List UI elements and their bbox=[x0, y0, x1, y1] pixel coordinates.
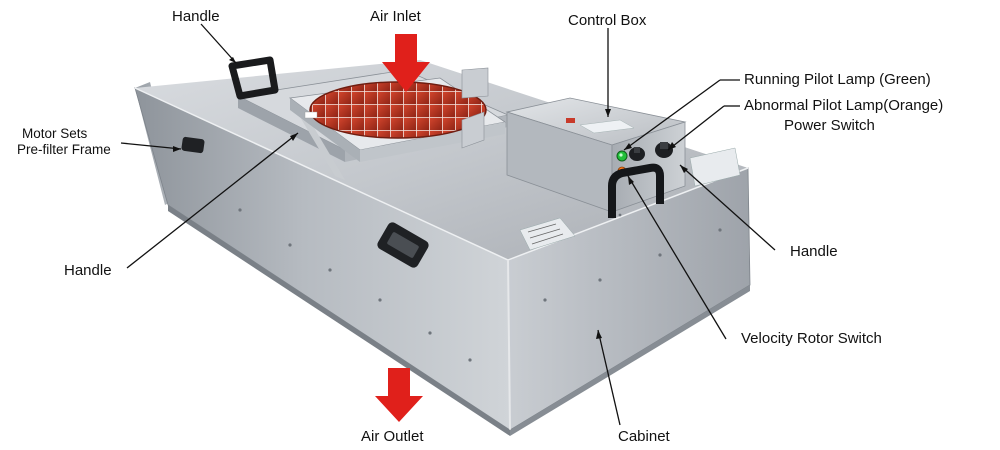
fan-grille-icon bbox=[288, 67, 507, 162]
handle-icon bbox=[181, 56, 664, 268]
leader-lines bbox=[120, 23, 776, 426]
cabinet-body bbox=[134, 60, 751, 436]
spec-plate bbox=[519, 217, 576, 251]
power-switch-label: Power Switch bbox=[784, 117, 875, 134]
cabinet-label: Cabinet bbox=[618, 428, 670, 445]
prefilter-frame-label: Pre-filter Frame bbox=[17, 142, 111, 157]
handle-top-label: Handle bbox=[172, 8, 220, 25]
spec-plate-lines bbox=[527, 223, 564, 245]
leader-arrowheads bbox=[173, 57, 688, 339]
air-outlet-label: Air Outlet bbox=[361, 428, 424, 445]
handle-left-label: Handle bbox=[64, 262, 112, 279]
velocity-switch-label: Velocity Rotor Switch bbox=[741, 330, 882, 347]
running-lamp-label: Running Pilot Lamp (Green) bbox=[744, 71, 931, 88]
motor-sets-label: Motor Sets bbox=[22, 126, 88, 141]
air-inlet-arrow bbox=[382, 34, 430, 92]
handle-right-label: Handle bbox=[790, 243, 838, 260]
abnormal-lamp-label: Abnormal Pilot Lamp(Orange) bbox=[744, 97, 944, 114]
switch-knob-icon bbox=[629, 142, 673, 161]
control-box-label: Control Box bbox=[568, 12, 647, 29]
air-outlet-arrow bbox=[375, 368, 423, 422]
air-inlet-label: Air Inlet bbox=[370, 8, 421, 25]
